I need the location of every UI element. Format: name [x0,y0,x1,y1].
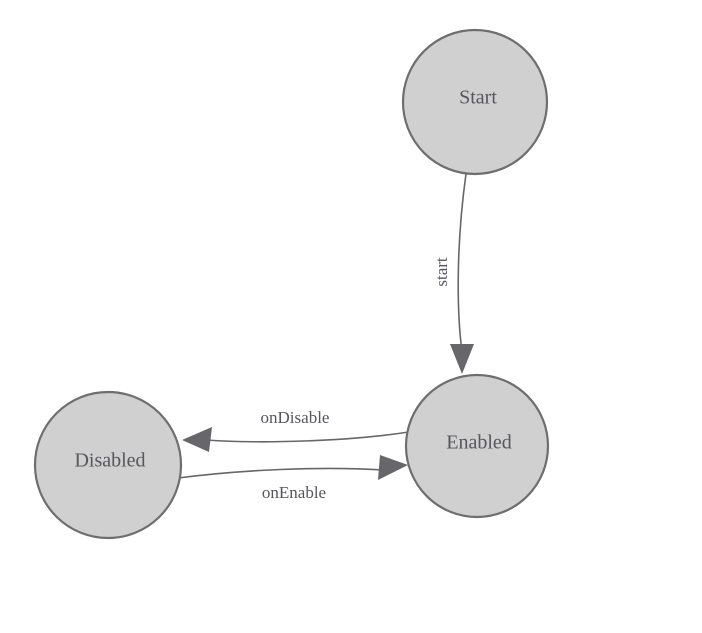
edge-start-to-enabled[interactable]: start [432,173,474,374]
edge-enabled-to-disabled[interactable]: onDisable [182,408,410,452]
edge-disabled-to-enabled-arrowhead [378,455,408,480]
edge-start-to-enabled-arrowhead [450,344,474,374]
state-node-disabled[interactable]: Disabled [33,390,183,540]
state-node-enabled[interactable]: Enabled [404,373,550,519]
edge-disabled-to-enabled[interactable]: onEnable [177,455,408,502]
edge-label-ondisable: onDisable [261,408,330,427]
state-node-enabled-label: Enabled [446,432,512,454]
state-node-start-circle[interactable] [401,28,549,176]
state-node-disabled-label: Disabled [74,450,145,472]
state-node-enabled-circle[interactable] [404,373,550,519]
state-node-start[interactable]: Start [401,28,549,176]
edge-label-start: start [432,257,451,287]
edge-label-onenable: onEnable [262,483,326,502]
state-node-disabled-circle[interactable] [33,390,183,540]
edge-enabled-to-disabled-path [205,431,410,443]
state-node-start-label: Start [459,87,497,109]
edge-enabled-to-disabled-arrowhead [182,427,212,452]
edge-disabled-to-enabled-path [177,467,385,479]
edge-start-to-enabled-path [457,173,467,353]
